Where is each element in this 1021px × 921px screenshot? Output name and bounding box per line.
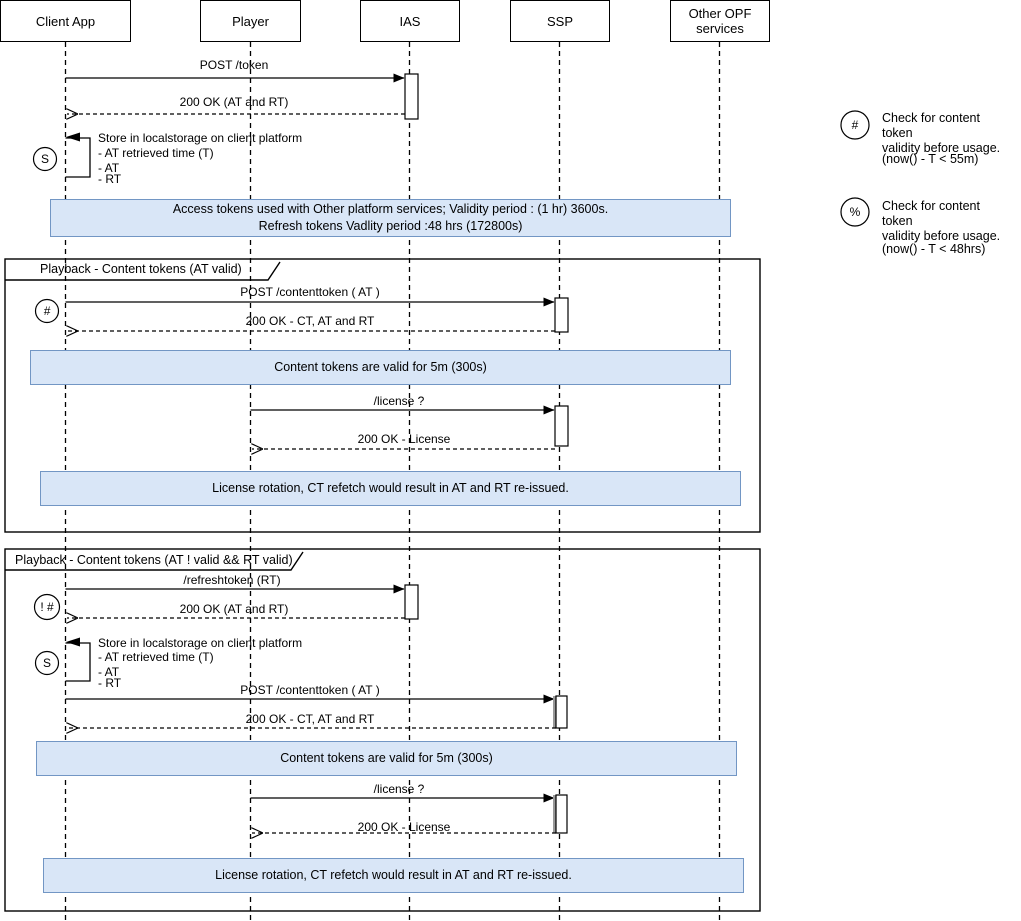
label-license-2: /license ? <box>373 782 425 796</box>
self-message-2-title: Store in localstorage on client platform <box>98 636 303 650</box>
marker-store-2-circle <box>34 650 60 676</box>
legend-percent-condition: (now() - T < 48hrs) <box>882 242 986 256</box>
note-license-rotation-2-text: License rotation, CT refetch would resul… <box>215 868 572 882</box>
marker-store-1-circle <box>32 146 58 172</box>
fragment-2-outline <box>4 548 761 912</box>
marker-store-1-label: S <box>40 152 50 166</box>
note-content-tokens-2: Content tokens are valid for 5m (300s) <box>36 741 737 776</box>
label-license-1: /license ? <box>373 394 425 408</box>
activation-ssp-2 <box>554 405 569 447</box>
participant-ssp[interactable]: SSP <box>510 0 610 42</box>
label-refreshtoken: /refreshtoken (RT) <box>183 573 281 587</box>
label-200-ok-ct-at-rt-2: 200 OK - CT, AT and RT <box>245 712 375 726</box>
note-license-rotation-1-text: License rotation, CT refetch would resul… <box>212 481 569 495</box>
marker-store-2-label: S <box>42 656 52 670</box>
self-message-2-line-2: - AT <box>98 665 120 679</box>
note-content-tokens-2-text: Content tokens are valid for 5m (300s) <box>280 751 493 765</box>
legend-hash-condition: (now() - T < 55m) <box>882 152 979 166</box>
activation-ias-2 <box>404 584 419 620</box>
participant-player-label: Player <box>232 13 269 29</box>
note-license-rotation-1: License rotation, CT refetch would resul… <box>40 471 741 506</box>
participant-client-app-label: Client App <box>35 13 96 29</box>
fragment-1-label: Playback - Content tokens (AT valid) <box>40 262 242 276</box>
self-message-store-1-arrowhead <box>66 132 80 142</box>
marker-hash-label: # <box>43 304 51 318</box>
participant-ias[interactable]: IAS <box>360 0 460 42</box>
activation-ias-1 <box>404 73 419 120</box>
label-200-ok-license-1: 200 OK - License <box>357 432 451 446</box>
self-message-1-line-3: - RT <box>98 172 122 186</box>
self-message-2-line-3: - RT <box>98 676 122 690</box>
note-content-tokens-1: Content tokens are valid for 5m (300s) <box>30 350 731 385</box>
legend-percent-circle <box>840 197 870 227</box>
legend-percent-text: Check for content token validity before … <box>882 199 1001 243</box>
marker-not-hash-circle <box>33 593 61 621</box>
label-post-contenttoken-1: POST /contenttoken ( AT ) <box>240 285 380 299</box>
marker-hash-circle <box>34 298 60 324</box>
note-license-rotation-2: License rotation, CT refetch would resul… <box>43 858 744 893</box>
self-message-store-1 <box>65 137 91 178</box>
participant-ias-label: IAS <box>399 13 421 29</box>
note-access-tokens-text: Access tokens used with Other platform s… <box>172 202 609 233</box>
label-200-ok-license-2: 200 OK - License <box>357 820 451 834</box>
participant-ssp-label: SSP <box>546 13 573 29</box>
label-200-ok-at-rt-2: 200 OK (AT and RT) <box>179 602 289 616</box>
self-message-store-2 <box>65 642 91 682</box>
note-content-tokens-1-text: Content tokens are valid for 5m (300s) <box>274 360 487 374</box>
self-message-1-line-1: - AT retrieved time (T) <box>98 146 214 160</box>
self-message-store-2-arrowhead <box>66 637 80 647</box>
note-access-tokens: Access tokens used with Other platform s… <box>50 199 731 237</box>
legend-percent-symbol: % <box>849 205 861 219</box>
label-200-ok-at-rt: 200 OK (AT and RT) <box>179 95 289 109</box>
fragment-2-label: Playback - Content tokens (AT ! valid &&… <box>15 553 293 567</box>
legend-hash-symbol: # <box>851 118 859 132</box>
participant-other-opf-services[interactable]: Other OPF services <box>670 0 770 42</box>
participant-client-app[interactable]: Client App <box>0 0 131 42</box>
activation-ssp-3 <box>555 695 568 729</box>
fragment-1-outline <box>4 258 761 533</box>
activation-ssp-4 <box>555 794 568 834</box>
participant-player[interactable]: Player <box>200 0 301 42</box>
legend-hash-text: Check for content token validity before … <box>882 111 1001 155</box>
label-post-token: POST /token <box>199 58 269 72</box>
legend-hash-circle <box>840 110 870 140</box>
label-post-contenttoken-2: POST /contenttoken ( AT ) <box>240 683 380 697</box>
self-message-1-title: Store in localstorage on client platform <box>98 131 303 145</box>
self-message-1-line-2: - AT <box>98 161 120 175</box>
activation-ssp-1 <box>554 297 569 333</box>
marker-not-hash-label: ! # <box>40 600 54 614</box>
label-200-ok-ct-at-rt-1: 200 OK - CT, AT and RT <box>245 314 375 328</box>
self-message-2-line-1: - AT retrieved time (T) <box>98 650 214 664</box>
participant-other-opf-label: Other OPF services <box>688 6 752 36</box>
